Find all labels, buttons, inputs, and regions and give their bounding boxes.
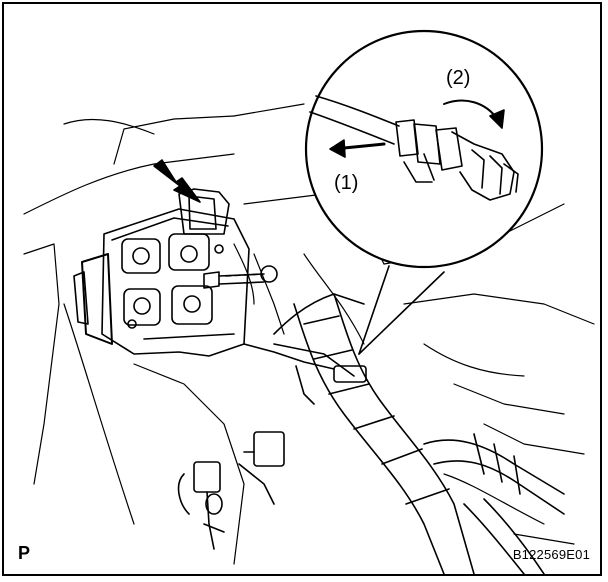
detail-magnifier: (1) (2) [304,29,544,355]
engine-illustration: (1) (2) [23,29,595,574]
diagram-frame: (1) (2) P B122569E01 [2,2,602,576]
location-arrow-icon [153,159,201,203]
wiring-harness [423,433,565,574]
figure-code: B122569E01 [512,547,590,562]
step-label-1: (1) [334,172,358,194]
reference-dashed-line [225,273,263,277]
main-hose [273,293,475,574]
control-module [73,188,367,405]
lower-connectors [177,431,285,550]
corner-label: P [18,543,31,563]
step-label-2: (2) [446,67,470,89]
